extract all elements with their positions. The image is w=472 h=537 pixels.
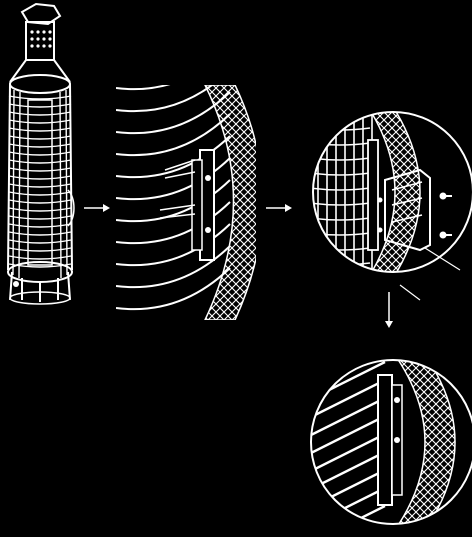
bracket-detail-after: [310, 359, 472, 525]
stove-overview: [7, 2, 75, 305]
bolt-icon: [439, 192, 452, 239]
heater-tower-icon: [7, 2, 75, 305]
right-arrow-icon: [84, 204, 110, 212]
right-arrow-icon: [266, 204, 292, 212]
down-arrow-icon: [385, 292, 393, 328]
rail-closeup-icon: [116, 85, 256, 320]
bracket-bolts-icon: [313, 112, 431, 272]
guard-rail-cutaway: [116, 85, 256, 320]
bracket-detail-before: [312, 111, 472, 301]
bracket-mounted-icon: [311, 360, 456, 524]
